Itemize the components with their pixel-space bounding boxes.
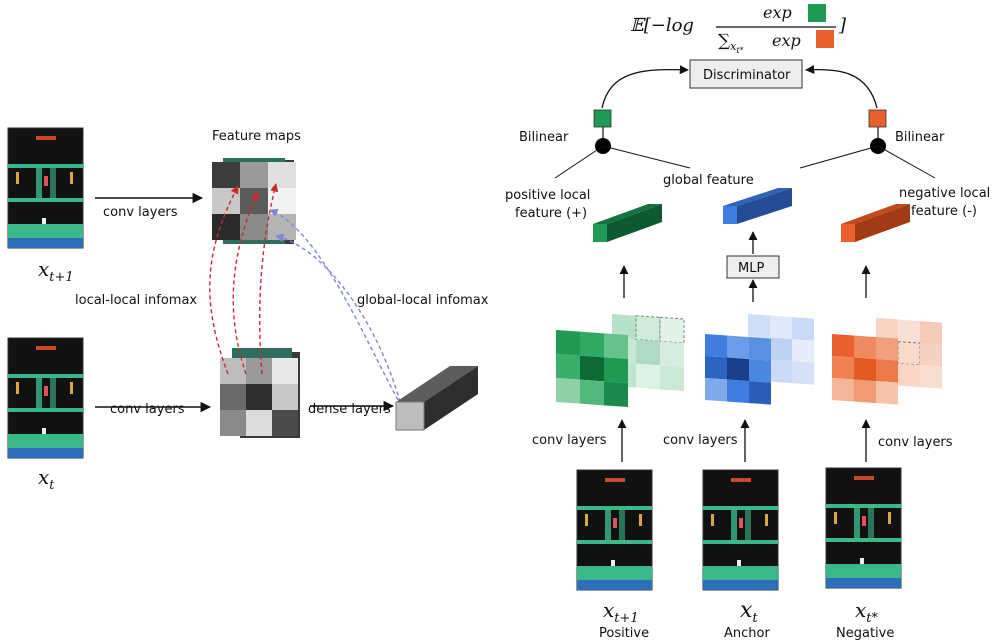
frame-positive-label: xt+1 (603, 598, 639, 626)
positive-local-label-1: positive local (505, 188, 590, 203)
bilinear-left-to-positive (554, 145, 604, 179)
positive-score-square (593, 109, 612, 128)
local-local-arrow-3 (259, 183, 279, 375)
bilinear-right-to-global (799, 145, 879, 169)
bilinear-right-to-negative (877, 145, 936, 179)
negative-local-label-1: negative local (899, 186, 990, 201)
loss-denominator-exp: exp (772, 31, 801, 50)
left-panel: xt+1 xt conv layers conv layers Feature … (7, 127, 489, 493)
mlp-label: MLP (738, 261, 764, 276)
positive-feature-maps (556, 314, 685, 408)
local-local-label: local-local infomax (75, 293, 197, 308)
frame-anchor-label: xt (740, 598, 758, 626)
negative-score-square-formula (816, 30, 834, 48)
loss-sum: ∑xt* (718, 31, 744, 55)
feature-maps-bottom (220, 348, 300, 438)
frame-xt1-image (7, 127, 84, 249)
loss-numerator: exp (763, 3, 792, 22)
negative-to-discriminator-arrow (805, 64, 878, 109)
negative-local-label-2: feature (-) (911, 204, 977, 219)
frame-xt-image (7, 337, 84, 459)
feature-maps-top (212, 158, 296, 244)
conv-label-positive: conv layers (532, 433, 607, 448)
positive-feature-bar (593, 204, 662, 242)
frame-xt1-label: xt+1 (38, 257, 74, 285)
dense-label: dense layers (308, 402, 391, 417)
frame-xt-label: xt (38, 465, 55, 493)
frame-negative-label: xt* (855, 598, 879, 626)
global-feature-label: global feature (663, 173, 754, 188)
conv-label-negative: conv layers (878, 435, 953, 450)
local-local-arrow-1 (209, 185, 239, 375)
loss-formula: 𝔼[−log exp ∑xt* exp ] (630, 3, 847, 55)
global-feature-bar (723, 188, 792, 224)
anchor-feature-maps (705, 314, 814, 405)
discriminator-label: Discriminator (703, 68, 791, 83)
frame-negative-image (825, 467, 902, 589)
conv-label-anchor: conv layers (663, 433, 738, 448)
conv-label-bottom: conv layers (110, 402, 185, 417)
frame-anchor-image (702, 469, 779, 591)
global-local-label: global-local infomax (357, 293, 489, 308)
loss-prefix: 𝔼[−log (630, 15, 694, 36)
bilinear-left-to-global (602, 145, 691, 169)
negative-score-square (868, 109, 887, 128)
bilinear-label-right: Bilinear (895, 130, 945, 145)
negative-feature-bar (841, 204, 910, 242)
frame-positive-image (576, 469, 653, 591)
global-vector-bar (395, 366, 478, 431)
caption-negative: Negative (836, 626, 894, 641)
negative-feature-maps (832, 318, 942, 405)
discriminator-box (689, 59, 803, 89)
positive-score-square-formula (808, 4, 826, 22)
local-local-arrow-2 (232, 191, 259, 375)
loss-suffix: ] (838, 15, 847, 36)
bilinear-label-left: Bilinear (519, 130, 569, 145)
global-local-arrow-2 (275, 233, 401, 403)
conv-label-top: conv layers (103, 205, 178, 220)
positive-to-discriminator-arrow (601, 65, 689, 109)
right-panel: 𝔼[−log exp ∑xt* exp ] Discriminator Bili… (505, 3, 990, 641)
positive-local-label-2: feature (+) (515, 206, 587, 221)
caption-anchor: Anchor (724, 626, 770, 641)
global-local-arrow-1 (269, 208, 399, 401)
feature-maps-title: Feature maps (212, 129, 301, 144)
mlp-box (726, 255, 780, 279)
caption-positive: Positive (599, 626, 649, 641)
